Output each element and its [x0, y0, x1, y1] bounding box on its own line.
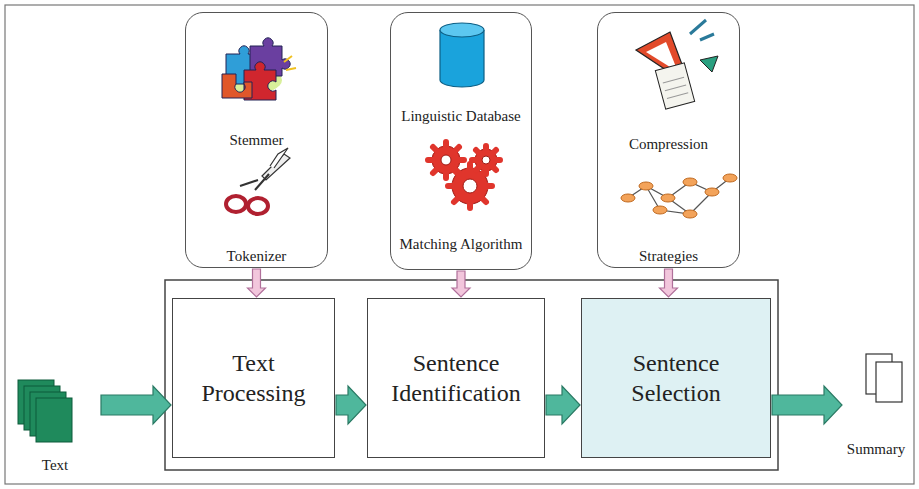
flow-arrow [772, 386, 842, 424]
output-document: Summary [838, 350, 914, 458]
document-label: Text [10, 457, 100, 474]
flow-arrow [336, 386, 366, 424]
summary-pages-icon [866, 354, 902, 402]
tool-box: StemmerTokenizer [185, 12, 328, 268]
tool-label: Stemmer [186, 131, 327, 149]
process-box: Sentence Selection [581, 298, 771, 458]
tool-label: Tokenizer [186, 247, 327, 265]
tool-arrow [452, 271, 470, 297]
process-label: Text Processing [173, 348, 334, 408]
input-document: Text [10, 376, 100, 474]
flow-arrow [546, 386, 580, 424]
tool-box: Linguistic DatabaseMatching Algorithm [390, 12, 532, 270]
text-pages-icon [18, 380, 72, 442]
gears-icon [428, 142, 500, 208]
compression-icon [636, 20, 718, 109]
tool-label: Compression [598, 135, 739, 153]
flow-arrow [101, 386, 171, 424]
puzzle-icon [222, 38, 296, 100]
tool-label: Linguistic Database [391, 107, 531, 125]
process-box: Text Processing [172, 298, 335, 458]
tool-label: Strategies [598, 247, 739, 265]
image-border [5, 5, 914, 484]
system-frame [165, 280, 778, 470]
strategies-icon [621, 174, 737, 218]
tool-arrow [248, 269, 266, 297]
database-icon [440, 23, 484, 87]
document-label: Summary [838, 441, 914, 458]
tool-label: Matching Algorithm [391, 235, 531, 253]
process-label: Sentence Identification [368, 348, 544, 408]
tool-arrow [660, 269, 678, 297]
process-label: Sentence Selection [582, 348, 770, 408]
tool-box: CompressionStrategies [597, 12, 740, 268]
scissors-icon [226, 148, 290, 214]
process-box: Sentence Identification [367, 298, 545, 458]
